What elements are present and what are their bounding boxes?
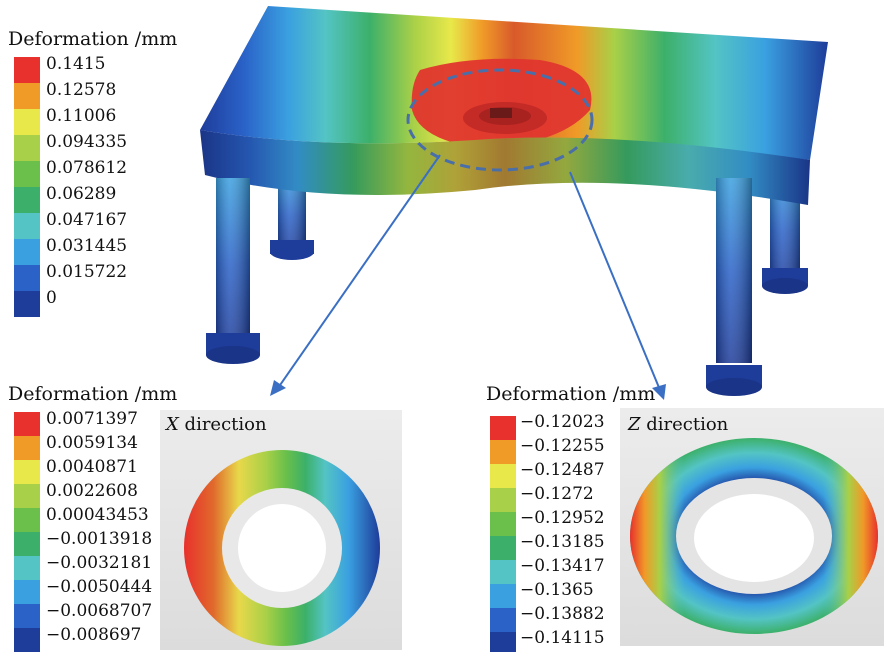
legend-value: 0.11006 [46, 106, 117, 126]
legend-swatch [490, 488, 516, 512]
legend-swatch [14, 604, 40, 630]
legend-value: −0.13417 [520, 556, 605, 576]
legend-swatch [14, 436, 40, 462]
legend-swatch [490, 536, 516, 560]
legend-value: 0.094335 [46, 132, 128, 152]
arrow-to-z-panel [569, 171, 666, 400]
legend-value: 0.0059134 [46, 433, 138, 453]
legend-value: −0.0013918 [46, 529, 153, 549]
legend-value: −0.13185 [520, 532, 605, 552]
legend-swatch [490, 608, 516, 632]
x-direction-word: direction [178, 414, 267, 435]
legend-swatch [14, 265, 40, 291]
z-legend-title: Deformation /mm [486, 383, 656, 405]
legend-value: 0.047167 [46, 210, 128, 230]
legend-swatch [14, 213, 40, 239]
legend-value: 0.015722 [46, 262, 128, 282]
highlight-dashed-region [406, 68, 594, 172]
z-direction-word: direction [640, 414, 729, 435]
x-direction-label: X direction [166, 414, 267, 435]
legend-value: −0.008697 [46, 625, 142, 645]
legend-swatch [14, 57, 40, 83]
legend-value: 0 [46, 288, 57, 308]
legend-swatch [14, 628, 40, 652]
legend-swatch [14, 460, 40, 486]
arrow-to-x-panel [270, 154, 441, 396]
top-legend-title: Deformation /mm [8, 28, 178, 50]
x-direction-panel: X direction [160, 410, 402, 650]
legend-swatch [490, 632, 516, 652]
x-legend: 0.0071397 0.0059134 0.0040871 0.0022608 … [14, 409, 174, 652]
legend-value: −0.12255 [520, 436, 605, 456]
legend-value: −0.12952 [520, 508, 605, 528]
z-legend: −0.12023 −0.12255 −0.12487 −0.1272 −0.12… [490, 412, 640, 654]
legend-swatch [14, 580, 40, 606]
legend-value: 0.031445 [46, 236, 128, 256]
legend-swatch [490, 512, 516, 536]
legend-value: 0.00043453 [46, 505, 149, 525]
legend-value: 0.1415 [46, 54, 106, 74]
legend-swatch [14, 291, 40, 317]
legend-value: −0.0068707 [46, 601, 153, 621]
legend-value: −0.0032181 [46, 553, 153, 573]
legend-swatch [14, 239, 40, 265]
legend-value: −0.13882 [520, 604, 605, 624]
legend-value: −0.12487 [520, 460, 605, 480]
legend-value: −0.1365 [520, 580, 594, 600]
legend-value: −0.0050444 [46, 577, 153, 597]
legend-swatch [490, 560, 516, 584]
x-axis-letter: X [166, 414, 179, 435]
legend-swatch [14, 484, 40, 510]
legend-swatch [490, 464, 516, 488]
table-front-face [200, 130, 810, 205]
top-legend: 0.1415 0.12578 0.11006 0.094335 0.078612… [14, 54, 174, 317]
x-ring-plot [184, 450, 380, 646]
z-axis-letter: Z [628, 414, 641, 435]
z-direction-label: Z direction [628, 414, 728, 435]
legend-value: 0.0040871 [46, 457, 138, 477]
legend-swatch [14, 556, 40, 582]
legend-value: −0.14115 [520, 628, 605, 648]
legend-value: 0.12578 [46, 80, 117, 100]
front-leg-right [706, 178, 762, 396]
legend-swatch [14, 135, 40, 161]
legend-value: 0.0022608 [46, 481, 138, 501]
legend-value: 0.078612 [46, 158, 128, 178]
legend-swatch [490, 440, 516, 464]
legend-swatch [14, 161, 40, 187]
legend-swatch [14, 187, 40, 213]
legend-value: −0.12023 [520, 412, 605, 432]
legend-swatch [490, 416, 516, 440]
legend-swatch [14, 532, 40, 558]
legend-swatch [490, 584, 516, 608]
legend-value: 0.0071397 [46, 409, 138, 429]
x-legend-title: Deformation /mm [8, 383, 178, 405]
z-direction-panel: Z direction [620, 408, 884, 646]
legend-swatch [14, 508, 40, 534]
front-leg-left [206, 178, 260, 364]
legend-swatch [14, 109, 40, 135]
z-ring-plot [630, 438, 878, 634]
legend-value: 0.06289 [46, 184, 117, 204]
legend-swatch [14, 412, 40, 438]
legend-value: −0.1272 [520, 484, 594, 504]
legend-swatch [14, 83, 40, 109]
